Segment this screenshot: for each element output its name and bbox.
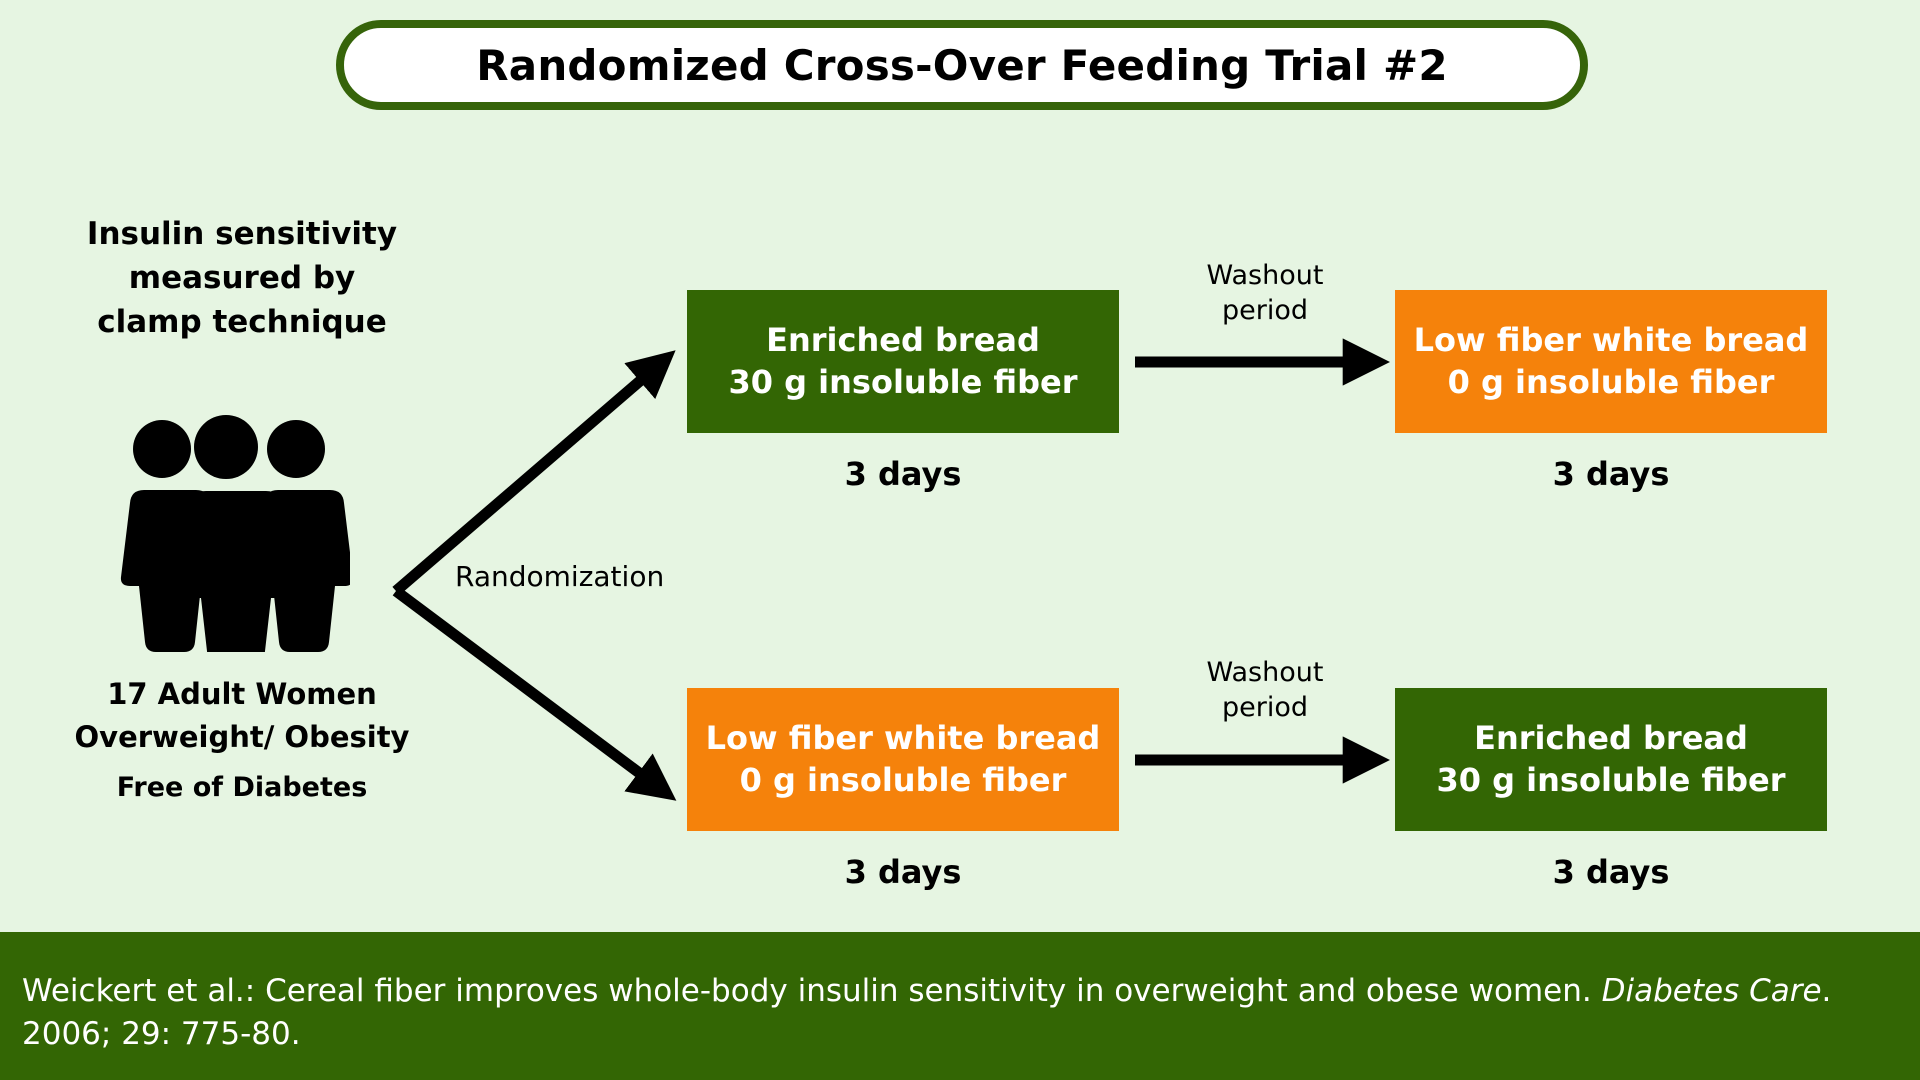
citation-bar: Weickert et al.: Cereal fiber improves w…: [0, 932, 1920, 1080]
washout-label-bottom: Washout period: [1145, 655, 1385, 725]
citation-part-1: Weickert et al.: Cereal fiber improves w…: [22, 973, 1602, 1009]
intervention-top-p1-line1: Enriched bread: [766, 320, 1040, 359]
randomization-label: Randomization: [455, 560, 665, 593]
intervention-box-bottom-period2: Enriched bread 30 g insoluble fiber: [1395, 688, 1827, 831]
participants-line-1: 17 Adult Women: [107, 677, 377, 711]
study-measure-heading: Insulin sensitivity measured by clamp te…: [42, 212, 442, 344]
title-banner: Randomized Cross-Over Feeding Trial #2: [336, 20, 1588, 110]
washout-label-top: Washout period: [1145, 258, 1385, 328]
three-people-icon: [100, 412, 354, 671]
citation-part-2: . 2006; 29: 775-80.: [22, 973, 1832, 1053]
intervention-bottom-p1-line2: 0 g insoluble fiber: [739, 760, 1067, 799]
intervention-top-p2-line1: Low fiber white bread: [1413, 320, 1809, 359]
randomization-arrow-down: [392, 586, 677, 801]
intervention-bottom-p2-line1: Enriched bread: [1474, 718, 1748, 757]
study-measure-line-1: Insulin sensitivity: [86, 216, 398, 252]
duration-top-period1: 3 days: [844, 455, 962, 493]
participants-line-2: Overweight/ Obesity: [74, 720, 410, 754]
duration-top-period2: 3 days: [1552, 455, 1670, 493]
intervention-box-top-period2: Low fiber white bread 0 g insoluble fibe…: [1395, 290, 1827, 433]
washout-bottom-line2: period: [1221, 692, 1308, 724]
citation-text: Weickert et al.: Cereal fiber improves w…: [22, 970, 1894, 1057]
intervention-box-top-period1: Enriched bread 30 g insoluble fiber: [687, 290, 1119, 433]
citation-journal: Diabetes Care: [1601, 973, 1822, 1009]
intervention-top-p2-line2: 0 g insoluble fiber: [1447, 362, 1775, 401]
participants-description: 17 Adult Women Overweight/ Obesity Free …: [42, 677, 442, 803]
page-title: Randomized Cross-Over Feeding Trial #2: [476, 40, 1448, 90]
washout-top-line1: Washout: [1206, 260, 1324, 291]
participants-line-3: Free of Diabetes: [116, 772, 368, 803]
intervention-top-p1-line2: 30 g insoluble fiber: [728, 362, 1078, 401]
intervention-bottom-p2-line2: 30 g insoluble fiber: [1436, 760, 1786, 799]
randomization-arrow-up: [392, 350, 676, 596]
intervention-bottom-p1-line1: Low fiber white bread: [705, 718, 1101, 757]
duration-bottom-period2: 3 days: [1552, 853, 1670, 891]
study-measure-line-2: measured by: [128, 260, 356, 297]
intervention-box-bottom-period1: Low fiber white bread 0 g insoluble fibe…: [687, 688, 1119, 831]
washout-bottom-line1: Washout: [1206, 657, 1324, 688]
duration-bottom-period1: 3 days: [844, 853, 962, 891]
study-measure-line-3: clamp technique: [97, 304, 387, 341]
washout-top-line2: period: [1221, 295, 1308, 327]
